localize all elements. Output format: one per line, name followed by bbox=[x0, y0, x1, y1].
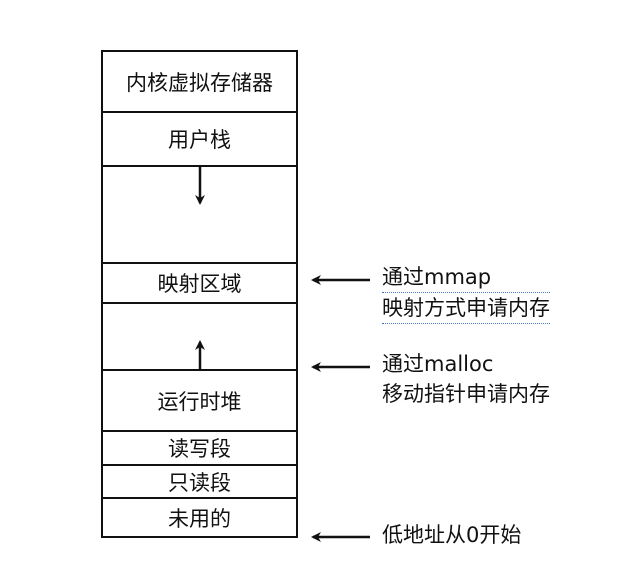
annotation-mmap: 通过mmap 映射方式申请内存 bbox=[382, 262, 550, 324]
divider bbox=[101, 262, 298, 264]
segment-unused: 未用的 bbox=[101, 498, 298, 538]
segment-unused-label: 未用的 bbox=[168, 507, 231, 531]
divider bbox=[101, 430, 298, 432]
annotation-mmap-line2: 映射方式申请内存 bbox=[382, 293, 550, 324]
segment-gap-heap bbox=[101, 303, 298, 370]
segment-read-write: 读写段 bbox=[101, 431, 298, 465]
divider bbox=[101, 497, 298, 499]
annotation-malloc-line1: 通过malloc bbox=[382, 352, 494, 376]
annotation-malloc-line2: 移动指针申请内存 bbox=[382, 382, 550, 406]
segment-read-write-label: 读写段 bbox=[168, 437, 231, 461]
annotation-mmap-line1: 通过mmap bbox=[382, 262, 550, 293]
divider-bottom bbox=[101, 536, 298, 538]
annotation-malloc: 通过malloc 移动指针申请内存 bbox=[382, 349, 550, 409]
segment-runtime-heap: 运行时堆 bbox=[101, 370, 298, 431]
divider bbox=[101, 302, 298, 304]
divider bbox=[101, 111, 298, 113]
divider-top bbox=[101, 50, 298, 52]
segment-kernel-label: 内核虚拟存储器 bbox=[126, 70, 273, 95]
segment-user-stack-label: 用户栈 bbox=[168, 128, 231, 152]
segment-read-only-label: 只读段 bbox=[168, 470, 231, 495]
annotation-low-address: 低地址从0开始 bbox=[382, 520, 521, 550]
segment-read-only: 只读段 bbox=[101, 465, 298, 498]
segment-mapping-label: 映射区域 bbox=[157, 272, 242, 296]
divider bbox=[101, 369, 298, 371]
divider bbox=[101, 464, 298, 466]
segment-gap-stack bbox=[101, 166, 298, 263]
segment-heap-label: 运行时堆 bbox=[157, 389, 242, 414]
segment-mapping-region: 映射区域 bbox=[101, 263, 298, 303]
segment-kernel-virtual-memory: 内核虚拟存储器 bbox=[101, 51, 298, 112]
annotation-low-address-line1: 低地址从0开始 bbox=[382, 523, 522, 547]
segment-user-stack: 用户栈 bbox=[101, 112, 298, 166]
